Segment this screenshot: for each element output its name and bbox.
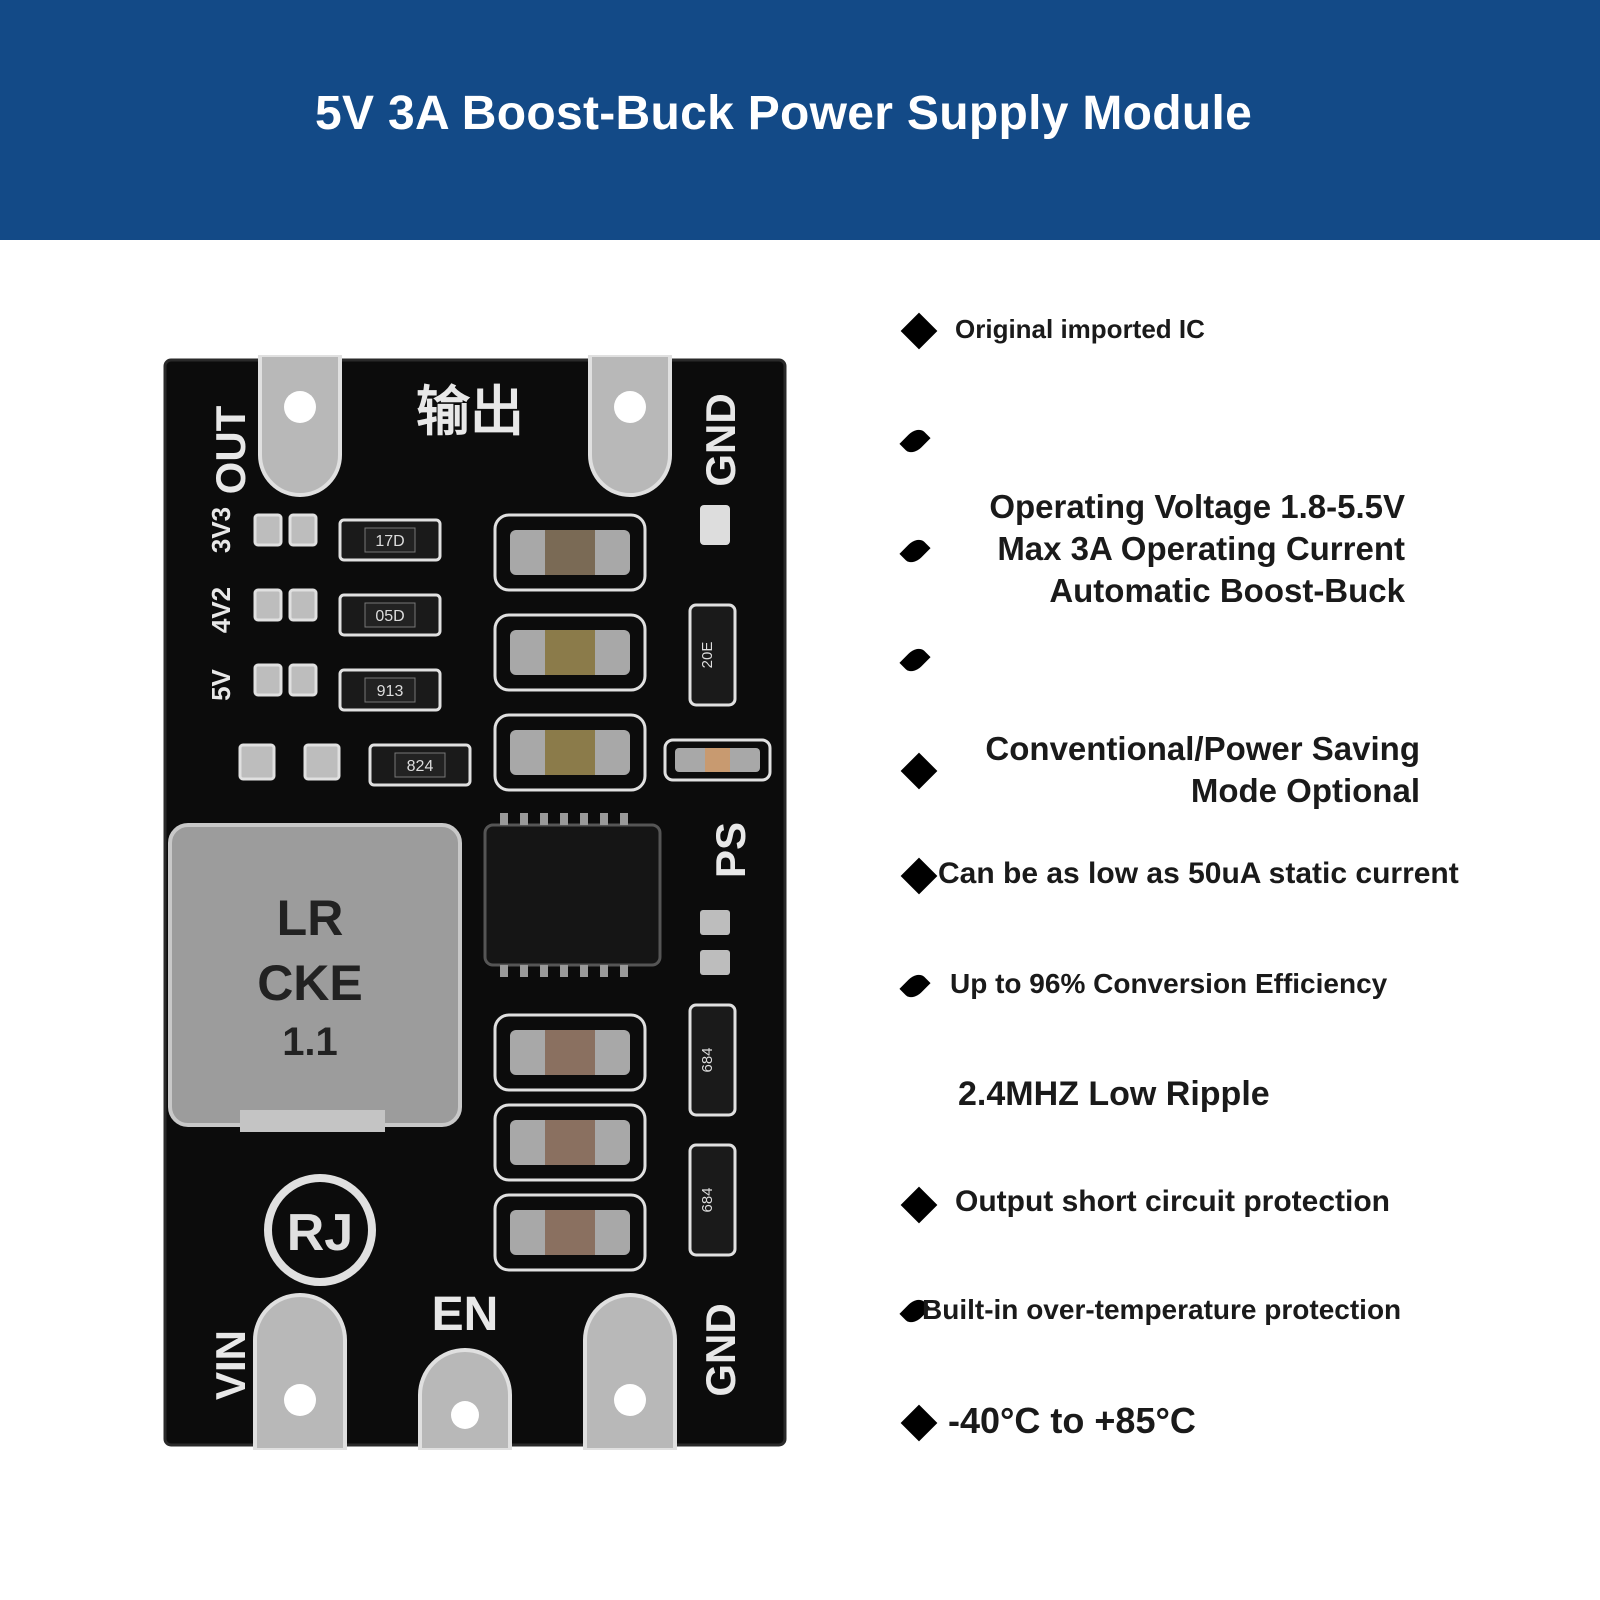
gnd-bottom-hole <box>614 1384 646 1416</box>
feature-mode-block: Conventional/Power Saving Mode Optional <box>930 728 1420 812</box>
vin-hole <box>284 1384 316 1416</box>
feature-list: Original imported IC Operating Voltage 1… <box>899 300 1540 1500</box>
bullet-icon <box>899 970 931 1002</box>
led <box>700 505 730 545</box>
resistor-code-1: 17D <box>375 533 404 550</box>
resistor-code-7: 684 <box>699 1187 716 1212</box>
pcb-module-photo: OUT 输出 GND VIN EN GND PS 3V3 4V2 5V 17D … <box>160 355 790 1450</box>
bullet-icon <box>900 312 938 350</box>
en-pad <box>418 1348 512 1450</box>
inductor-mark-3: 1.1 <box>282 1020 338 1064</box>
resistor-code-6: 684 <box>699 1047 716 1072</box>
bullet-icon <box>900 857 938 895</box>
bullet-icon <box>900 1404 938 1442</box>
logo-text: RJ <box>287 1204 353 1262</box>
jumper-pads <box>238 513 341 781</box>
feature-static-current: Can be as low as 50uA static current <box>938 857 1459 890</box>
resistor-code-5: 20E <box>699 642 716 669</box>
label-5v: 5V <box>206 668 236 700</box>
label-gnd-bottom: GND <box>697 1303 744 1396</box>
label-gnd-top: GND <box>697 393 744 486</box>
resistor-code-2: 05D <box>375 608 404 625</box>
resistor-code-4: 824 <box>407 758 434 775</box>
label-3v3: 3V3 <box>206 507 236 553</box>
ic-chip <box>483 823 662 967</box>
label-4v2: 4V2 <box>206 587 236 633</box>
inductor-mark-1: LR <box>277 890 344 946</box>
out-pad <box>258 355 342 497</box>
bullet-icon <box>899 425 931 457</box>
feature-operating-voltage: Operating Voltage 1.8-5.5V <box>989 488 1405 525</box>
resistor-code-3: 913 <box>377 683 404 700</box>
feature-short-circuit: Output short circuit protection <box>955 1185 1390 1218</box>
capacitor-group <box>493 513 772 1272</box>
label-ps: PS <box>707 822 754 878</box>
feature-original-ic: Original imported IC <box>955 314 1205 344</box>
page-title: 5V 3A Boost-Buck Power Supply Module <box>315 87 1253 140</box>
bullet-icon <box>899 644 931 676</box>
resistor-group: 17D 05D 913 824 <box>338 518 472 787</box>
inductor-terminal <box>240 1110 385 1132</box>
label-out: OUT <box>207 405 254 494</box>
bullet-icon <box>899 535 931 567</box>
feature-low-ripple: 2.4MHZ Low Ripple <box>958 1075 1270 1113</box>
feature-over-temperature: Built-in over-temperature protection <box>922 1294 1402 1325</box>
gnd-top-hole <box>614 391 646 423</box>
feature-voltage-block: Operating Voltage 1.8-5.5V Max 3A Operat… <box>930 486 1405 612</box>
feature-max-current: Max 3A Operating Current <box>997 530 1405 567</box>
out-hole <box>284 391 316 423</box>
gnd-top-pad <box>588 355 672 497</box>
label-output-cn: 输出 <box>416 382 524 442</box>
header-banner: 5V 3A Boost-Buck Power Supply Module <box>0 0 1600 240</box>
feature-mode-optional: Mode Optional <box>1190 772 1420 809</box>
label-vin: VIN <box>207 1330 254 1400</box>
inductor-mark-2: CKE <box>257 955 363 1011</box>
feature-temperature-range: -40°C to +85°C <box>948 1400 1196 1441</box>
ic-pins <box>500 813 628 977</box>
gnd-bottom-pad <box>583 1293 677 1450</box>
feature-efficiency: Up to 96% Conversion Efficiency <box>950 968 1388 999</box>
right-resistors: 20E 684 684 <box>688 505 737 1257</box>
logo-ring <box>264 1174 376 1286</box>
bullet-icon <box>900 1186 938 1224</box>
feature-auto-boost-buck: Automatic Boost-Buck <box>1049 572 1405 609</box>
en-hole <box>451 1401 479 1429</box>
vin-pad <box>253 1293 347 1450</box>
label-en: EN <box>432 1288 499 1341</box>
feature-power-saving: Conventional/Power Saving <box>985 730 1420 767</box>
